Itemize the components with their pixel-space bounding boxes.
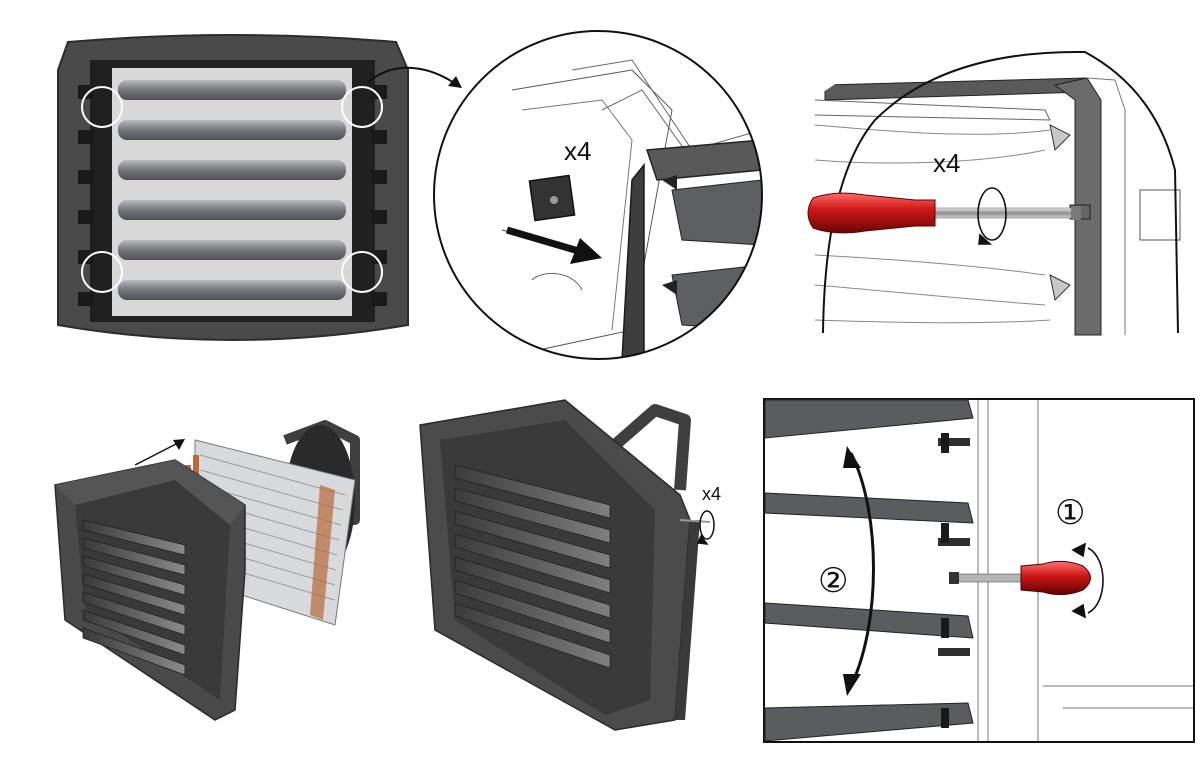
step-2-label: ② <box>818 562 848 600</box>
front-casing <box>54 459 246 721</box>
louver-edges <box>938 438 970 656</box>
panel-front-view <box>50 30 462 350</box>
rotation-arrow-icon <box>696 510 715 545</box>
circle-markers <box>81 86 383 293</box>
left-clips <box>78 85 94 306</box>
heater-body <box>419 399 711 731</box>
detail-frame <box>763 398 1195 743</box>
panel-assembled-view: x4 <box>415 399 755 735</box>
rotation-arrow-icon <box>977 187 1007 245</box>
heater-front-illustration <box>57 34 462 341</box>
rotation-arrow-icon <box>1071 542 1104 619</box>
panel-louver-adjustment: ② ① <box>763 398 1195 743</box>
louvers <box>118 80 346 300</box>
step-1-label: ① <box>1055 494 1085 532</box>
right-clips <box>371 85 387 306</box>
panel-exploded-view <box>54 410 370 730</box>
step-2-badge: ② <box>818 562 848 600</box>
zoom-circle <box>433 30 763 360</box>
double-arrow-icon <box>843 446 875 696</box>
screwdriver-icon <box>807 192 1081 234</box>
quantity-label: x4 <box>933 148 960 178</box>
louver-pins <box>941 433 949 728</box>
quantity-label: x4 <box>564 136 591 166</box>
frame-lines <box>977 400 1193 741</box>
quantity-label: x4 <box>702 484 721 504</box>
arrow-icon <box>134 439 185 466</box>
step-1-badge: ① <box>1055 494 1085 532</box>
panel-clip-detail: x4 <box>432 30 764 360</box>
screwdriver-icon <box>949 560 1091 596</box>
mounting-bracket <box>611 404 691 491</box>
panel-screwdriver-detail: x4 <box>795 30 1181 336</box>
coil-and-fan <box>185 420 360 626</box>
arrow-icon <box>367 66 461 88</box>
arrow-icon <box>506 226 602 264</box>
